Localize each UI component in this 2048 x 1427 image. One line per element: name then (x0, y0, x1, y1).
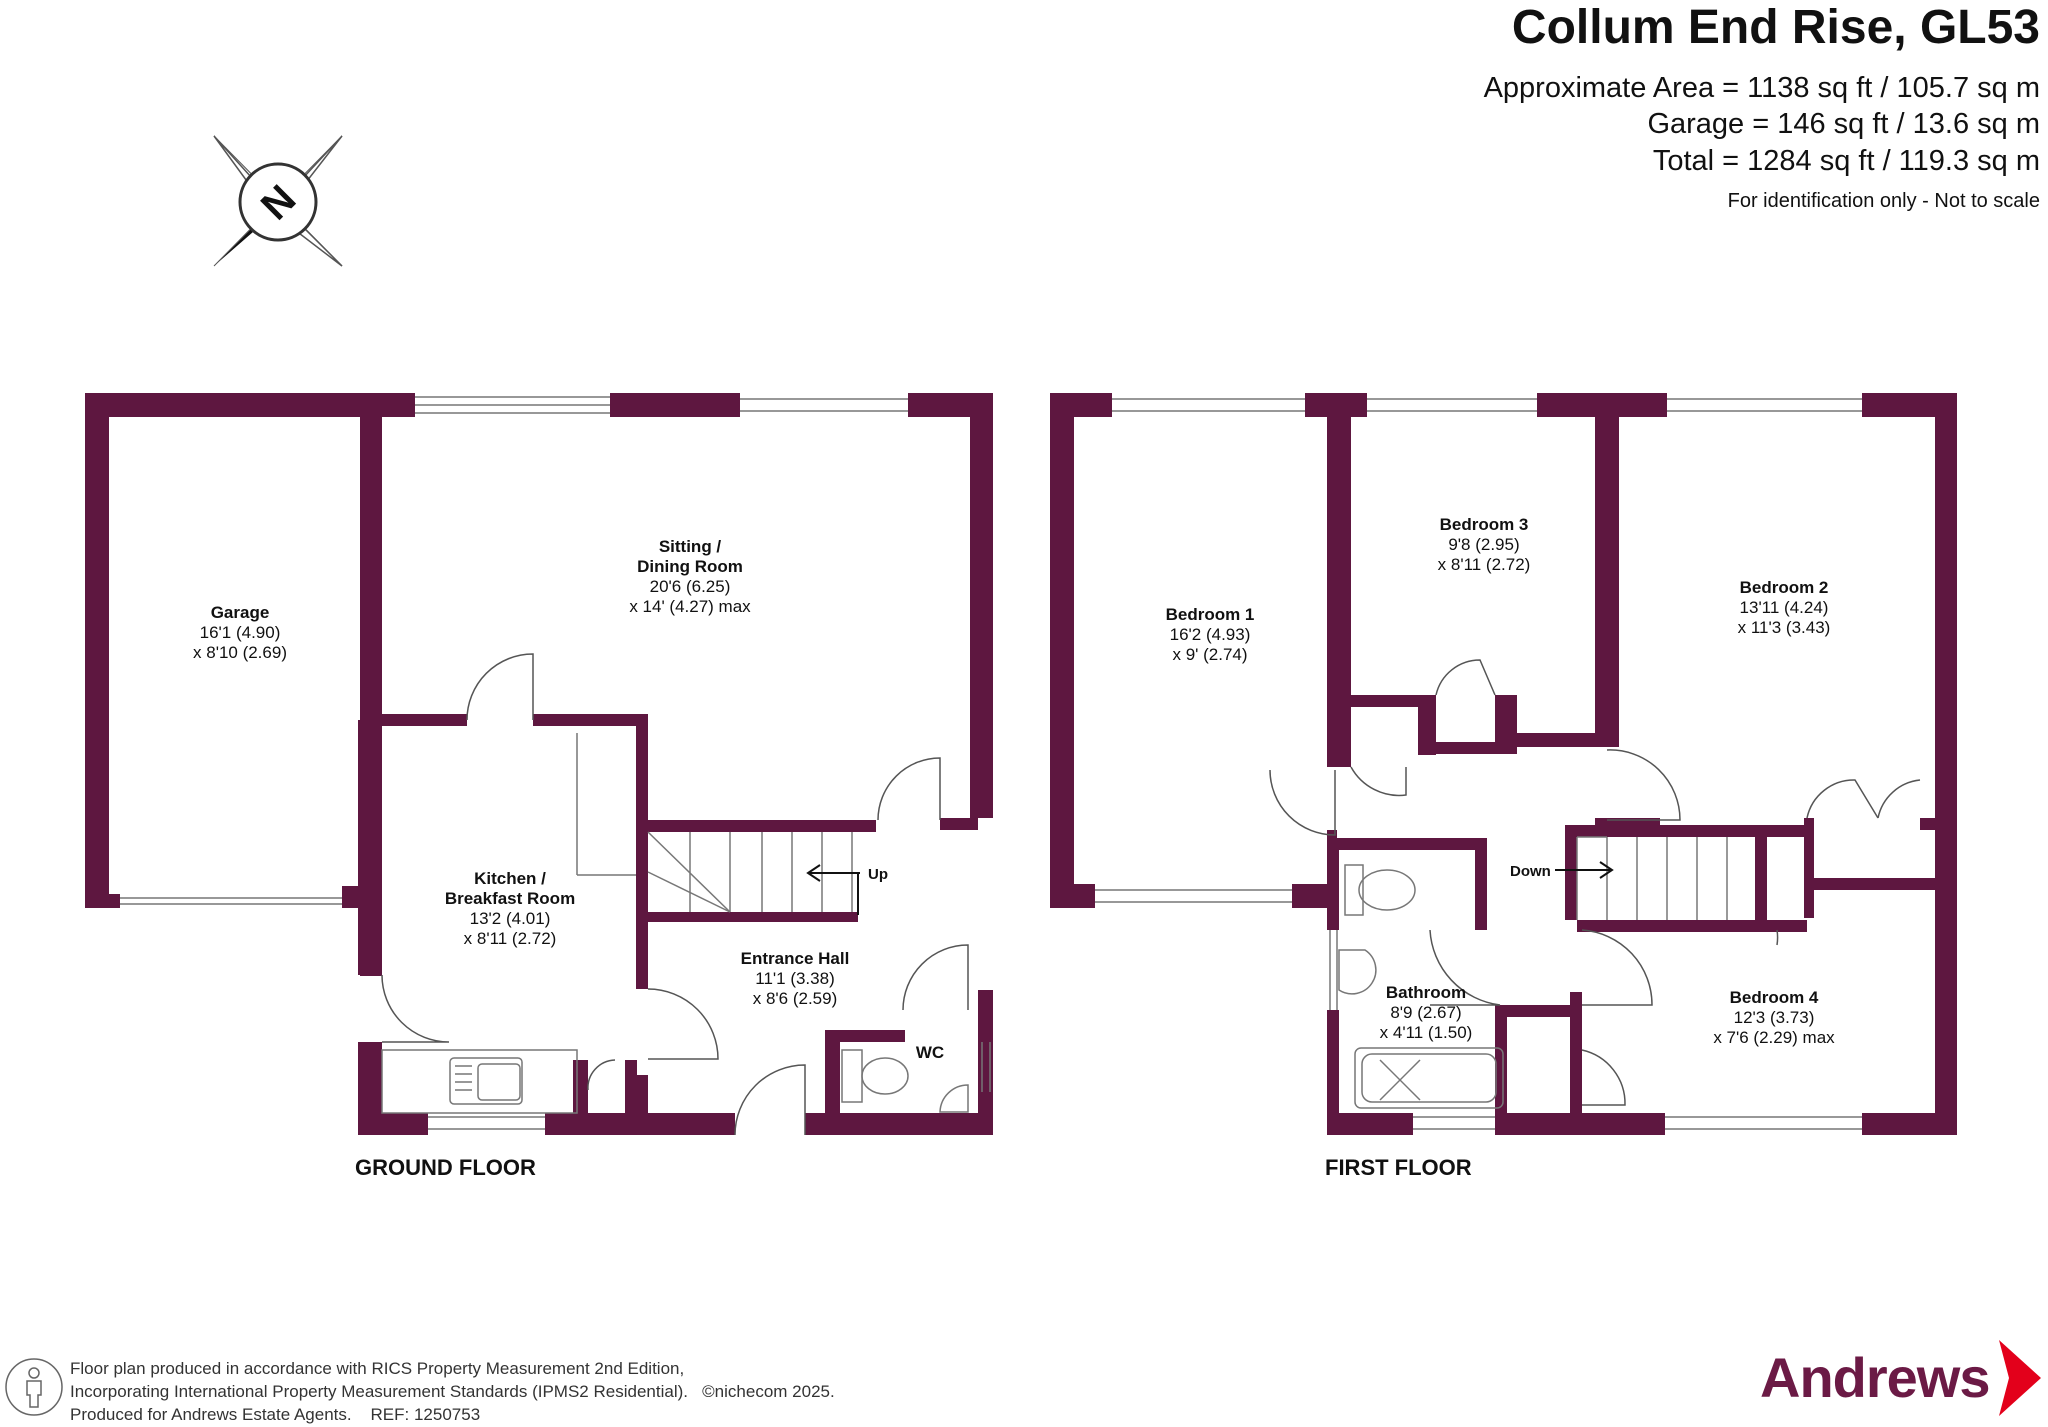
footer-line-1: Floor plan produced in accordance with R… (70, 1359, 685, 1378)
room-dim-bedroom-3-b: x 8'11 (2.72) (1438, 555, 1531, 574)
footer-line-2: Incorporating International Property Mea… (70, 1380, 835, 1403)
room-name-kitchen-2: Breakfast Room (445, 889, 575, 908)
person-icon (5, 1358, 63, 1416)
compass-north-icon: N (213, 135, 343, 267)
room-name-sitting-2: Dining Room (637, 557, 743, 576)
room-dim-garage-1: 16'1 (4.90) (200, 623, 281, 642)
up-arrow-icon (806, 864, 860, 915)
room-dim-sitting-1: 20'6 (6.25) (650, 577, 731, 596)
footer-line-3-text: Produced for Andrews Estate Agents. (70, 1405, 352, 1424)
room-name-bedroom-3: Bedroom 3 (1440, 515, 1529, 534)
brand-logo-text: Andrews (1760, 1346, 1990, 1409)
room-dim-sitting-2: x 14' (4.27) max (629, 597, 751, 616)
footer-line-2-text: Incorporating International Property Mea… (70, 1382, 688, 1401)
room-name-bedroom-2: Bedroom 2 (1740, 578, 1829, 597)
room-dim-bathroom-a: 8'9 (2.67) (1390, 1003, 1461, 1022)
down-arrow-icon (1555, 861, 1614, 879)
room-dim-bedroom-1-a: 16'2 (4.93) (1170, 625, 1251, 644)
room-name-garage: Garage (211, 603, 270, 622)
footer-line-3: Produced for Andrews Estate Agents. REF:… (70, 1403, 835, 1426)
room-dim-bedroom-4-a: 12'3 (3.73) (1734, 1008, 1815, 1027)
room-dim-bedroom-2-b: x 11'3 (3.43) (1738, 618, 1831, 637)
footer-text: Floor plan produced in accordance with R… (70, 1357, 835, 1426)
ground-floor-plan (85, 393, 993, 1135)
room-dim-garage-2: x 8'10 (2.69) (193, 643, 287, 662)
ground-floor-label: GROUND FLOOR (355, 1155, 536, 1180)
footer-copyright: ©nichecom 2025. (702, 1382, 835, 1401)
footer-ref: REF: 1250753 (370, 1405, 481, 1424)
first-floor-label: FIRST FLOOR (1325, 1155, 1472, 1180)
room-name-entrance-hall: Entrance Hall (741, 949, 850, 968)
brand-chevron-icon (1999, 1340, 2041, 1416)
first-floor-fixtures (1095, 398, 1921, 1130)
room-name-sitting-1: Sitting / (659, 537, 722, 556)
room-name-kitchen-1: Kitchen / (474, 869, 546, 888)
first-floor-plan (1050, 393, 1957, 1135)
total-area: Total = 1284 sq ft / 119.3 sq m (1652, 145, 2040, 177)
room-dim-bathroom-b: x 4'11 (1.50) (1380, 1023, 1473, 1042)
room-name-wc: WC (916, 1043, 944, 1062)
room-name-bathroom: Bathroom (1386, 983, 1466, 1002)
garage-area: Garage = 146 sq ft / 13.6 sq m (1647, 108, 2040, 140)
stairs-down-label: Down (1510, 863, 1551, 880)
room-dim-bedroom-4-b: x 7'6 (2.29) max (1713, 1028, 1835, 1047)
room-dim-kitchen-2: x 8'11 (2.72) (464, 929, 557, 948)
disclaimer: For identification only - Not to scale (1727, 190, 2040, 212)
ground-floor-windows (120, 396, 991, 1136)
room-name-bedroom-1: Bedroom 1 (1166, 605, 1255, 624)
stairs-up-label: Up (868, 866, 888, 883)
room-dim-kitchen-1: 13'2 (4.01) (470, 909, 551, 928)
room-name-bedroom-4: Bedroom 4 (1730, 988, 1819, 1007)
room-dim-entrance-2: x 8'6 (2.59) (753, 989, 838, 1008)
room-dim-bedroom-3-a: 9'8 (2.95) (1448, 535, 1519, 554)
room-dim-bedroom-1-b: x 9' (2.74) (1172, 645, 1247, 664)
room-dim-entrance-1: 11'1 (3.38) (755, 969, 834, 988)
room-dim-bedroom-2-a: 13'11 (4.24) (1740, 598, 1829, 617)
approximate-area: Approximate Area = 1138 sq ft / 105.7 sq… (1483, 72, 2040, 104)
plan-title: Collum End Rise, GL53 (1511, 1, 2040, 54)
